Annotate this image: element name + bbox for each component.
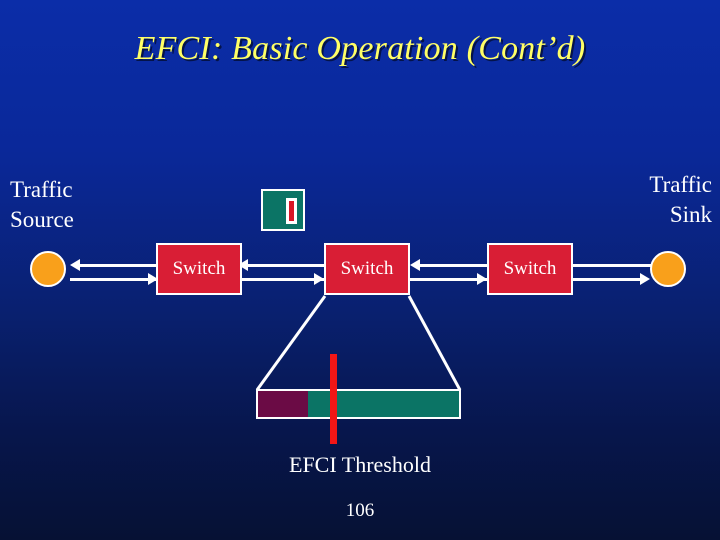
arrow-right-switch2-switch3-icon <box>477 273 487 285</box>
efci-threshold-marker <box>330 354 337 444</box>
arrow-left-source-switch1-icon <box>70 259 80 271</box>
link-backward-switch2-switch3 <box>420 264 487 267</box>
traffic-source-node-icon <box>30 251 66 287</box>
arrow-right-switch3-sink-icon <box>640 273 650 285</box>
efci-bit-holder <box>286 198 297 224</box>
page-number: 106 <box>345 500 375 521</box>
arrow-left-switch1-switch2-icon <box>238 259 248 271</box>
link-backward-switch3-sink <box>573 264 652 267</box>
efci-cell-icon <box>261 189 305 231</box>
link-forward-source-switch1 <box>70 278 158 281</box>
switch-box-1[interactable]: Switch <box>156 243 242 295</box>
link-forward-switch1-switch2 <box>238 278 324 281</box>
switch-box-2-label: Switch <box>340 258 394 279</box>
switch-box-3[interactable]: Switch <box>487 243 573 295</box>
arrow-left-switch2-switch3-icon <box>410 259 420 271</box>
link-backward-source-switch1 <box>80 264 158 267</box>
link-forward-switch2-switch3 <box>410 278 487 281</box>
arrow-right-switch1-switch2-icon <box>314 273 324 285</box>
switch-box-1-label: Switch <box>172 258 226 279</box>
switch-box-2[interactable]: Switch <box>324 243 410 295</box>
queue-occupied-segment <box>258 391 308 417</box>
arrow-right-source-switch1-icon <box>148 273 158 285</box>
efci-threshold-label: EFCI Threshold <box>289 452 431 477</box>
traffic-source-label: Traffic Source <box>10 177 74 232</box>
efci-bit-marker <box>289 201 294 221</box>
link-forward-switch3-sink <box>573 278 642 281</box>
link-backward-switch1-switch2 <box>248 264 324 267</box>
traffic-sink-node-icon <box>650 251 686 287</box>
page-title: EFCI: Basic Operation (Cont’d) <box>134 30 586 67</box>
traffic-sink-label: Traffic Sink <box>649 172 712 227</box>
switch-queue-bar <box>256 389 461 419</box>
switch-box-3-label: Switch <box>503 258 557 279</box>
